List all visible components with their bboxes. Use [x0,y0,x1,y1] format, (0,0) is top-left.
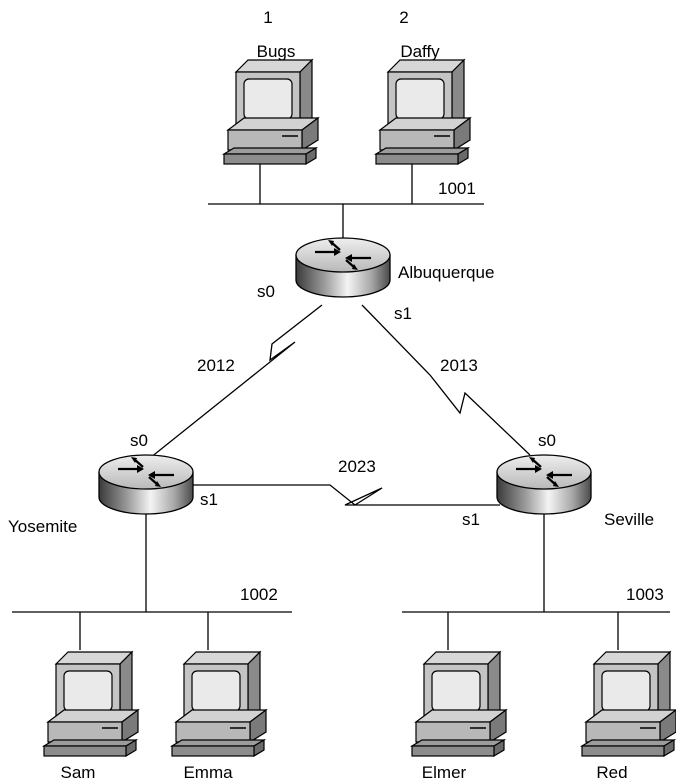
lan-1001 [208,162,484,238]
network-1001-label: 1001 [438,179,476,198]
serial-link-2013 [361,304,531,456]
router-albuquerque-s1: s1 [394,304,412,323]
pc-emma [171,651,267,757]
network-1002-label: 1002 [240,585,278,604]
host-daffy-number: 2 [399,8,408,27]
host-daffy-name: Daffy [400,42,440,61]
lan-1002 [12,505,292,650]
pc-elmer [411,651,507,757]
network-2012-label: 2012 [197,356,235,375]
router-seville-s1: s1 [462,510,480,529]
router-yosemite [97,453,195,516]
router-yosemite-s1: s1 [200,490,218,509]
router-albuquerque [294,236,392,299]
router-albuquerque-name: Albuquerque [398,263,494,282]
host-red-name: Red [596,763,627,781]
router-yosemite-name: Yosemite [8,517,77,536]
router-seville-s0: s0 [538,431,556,450]
pc-red [581,651,676,757]
router-seville [495,453,593,516]
lan-1003 [402,505,670,650]
network-2013-label: 2013 [440,356,478,375]
pc-bugs [223,59,319,165]
serial-link-2012 [149,304,323,459]
host-elmer-name: Elmer [422,763,467,781]
host-bugs-number: 1 [263,8,272,27]
host-emma-name: Emma [183,763,233,781]
host-bugs-name: Bugs [257,42,296,61]
pc-sam [43,651,139,757]
pc-daffy [375,59,471,165]
network-1003-label: 1003 [626,585,664,604]
router-yosemite-s0: s0 [130,431,148,450]
network-2023-label: 2023 [338,457,376,476]
serial-link-2023 [192,484,500,506]
router-albuquerque-s0: s0 [257,282,275,301]
router-seville-name: Seville [604,510,654,529]
host-sam-name: Sam [61,763,96,781]
